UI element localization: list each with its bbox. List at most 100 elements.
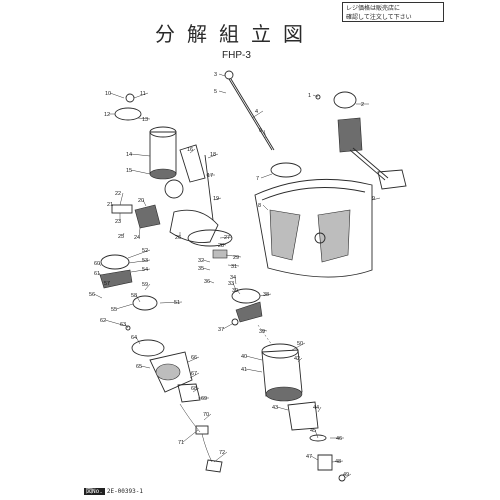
leader-line-35 [202, 267, 211, 271]
callout-35: 35 [198, 266, 204, 272]
callout-23: 23 [115, 219, 121, 225]
leader-line-3 [218, 73, 226, 77]
leader-line-45 [314, 429, 319, 439]
leader-line-67 [189, 372, 200, 379]
callout-5: 5 [214, 89, 217, 95]
leader-line-54 [130, 268, 151, 273]
leader-line-51 [159, 301, 183, 304]
leader-line-60 [98, 262, 102, 267]
pump-head-parts [111, 204, 233, 259]
leader-line-44 [317, 406, 322, 413]
leader-line-29 [225, 254, 242, 258]
leader-line-13 [137, 117, 151, 120]
leader-line-42 [297, 357, 303, 363]
price-note-line-1: レジ価格は販売店に [346, 5, 401, 12]
leader-line-9 [371, 197, 381, 201]
leader-line-15 [130, 169, 151, 175]
leader-line-40 [245, 355, 263, 361]
callout-66: 66 [191, 355, 197, 361]
fan-rod-assembly [224, 70, 302, 178]
leader-line-16 [189, 148, 196, 154]
callout-15: 15 [126, 168, 132, 174]
callout-3: 3 [214, 72, 217, 78]
pump-casing [131, 339, 201, 403]
leader-line-30 [236, 289, 241, 295]
callout-33: 33 [228, 281, 234, 287]
callout-14: 14 [126, 152, 132, 158]
drawing-number: 図No.2E-00393-1 [84, 487, 143, 496]
callout-48: 48 [335, 459, 341, 465]
leader-line-48 [331, 460, 344, 463]
callout-1: 1 [308, 93, 311, 99]
callout-67: 67 [191, 371, 197, 377]
fan-shroud [254, 178, 373, 278]
callout-41: 41 [241, 367, 247, 373]
leader-line-62 [104, 319, 127, 327]
callout-13: 13 [142, 117, 148, 123]
callout-53: 53 [142, 258, 148, 264]
leader-line-66 [187, 356, 200, 363]
callout-30: 30 [232, 288, 238, 294]
callout-10: 10 [105, 91, 111, 97]
callout-56: 56 [89, 292, 95, 298]
leader-line-32 [202, 259, 211, 263]
motor-bracket [315, 91, 407, 190]
leader-line-7 [260, 173, 273, 179]
leader-line-72 [213, 451, 228, 463]
leader-line-18 [207, 153, 219, 159]
leader-line-50 [291, 342, 306, 351]
leader-line-49 [344, 473, 352, 479]
callout-61: 61 [94, 271, 100, 277]
callout-72: 72 [219, 450, 225, 456]
callout-17: 17 [207, 173, 213, 179]
leader-line-52 [127, 249, 151, 259]
callout-51: 51 [174, 300, 180, 306]
price-note-line-2: 確認して注文して下さい [346, 14, 412, 21]
callout-49: 49 [343, 472, 349, 478]
callout-26: 26 [175, 235, 181, 241]
callout-16: 16 [187, 147, 193, 153]
leader-line-39 [261, 329, 268, 332]
leader-line-65 [140, 365, 151, 369]
callout-55: 55 [111, 307, 117, 313]
callout-31: 31 [231, 264, 237, 270]
leader-line-68 [192, 387, 200, 393]
callout-9: 9 [372, 196, 375, 202]
callout-65: 65 [136, 364, 142, 370]
callout-4: 4 [255, 109, 258, 115]
drawing-number-code: 2E-00393-1 [106, 488, 143, 495]
callout-63: 63 [120, 322, 126, 328]
motor-assembly [261, 343, 346, 482]
callout-6: 6 [259, 128, 262, 134]
leader-line-5 [218, 90, 227, 94]
price-note-box: レジ価格は販売店に 確認して注文して下さい [342, 2, 444, 22]
leader-line-38 [259, 293, 272, 297]
callout-36: 36 [204, 279, 210, 285]
callout-70: 70 [203, 412, 209, 418]
leader-line-25 [122, 232, 125, 237]
leader-line-70 [203, 413, 212, 421]
callout-43: 43 [272, 405, 278, 411]
model-number: FHP-3 [222, 50, 251, 61]
callout-54: 54 [142, 267, 148, 273]
callout-71: 71 [178, 440, 184, 446]
callout-2: 2 [361, 102, 364, 108]
callout-29: 29 [233, 255, 239, 261]
callout-60: 60 [94, 261, 100, 267]
callout-32: 32 [198, 258, 204, 264]
callout-22: 22 [115, 191, 121, 197]
callout-34: 34 [230, 275, 236, 281]
leader-line-8 [262, 204, 269, 211]
sheet-title: 分解組立図 [155, 22, 315, 46]
leader-line-61 [98, 272, 102, 277]
callout-18: 18 [210, 152, 216, 158]
callout-44: 44 [313, 405, 319, 411]
leader-line-33 [232, 282, 237, 291]
callout-62: 62 [100, 318, 106, 324]
callout-11: 11 [140, 91, 146, 97]
leader-line-63 [124, 323, 129, 329]
leader-line-64 [135, 336, 141, 345]
callout-57: 57 [104, 281, 110, 287]
callout-37: 37 [218, 327, 224, 333]
